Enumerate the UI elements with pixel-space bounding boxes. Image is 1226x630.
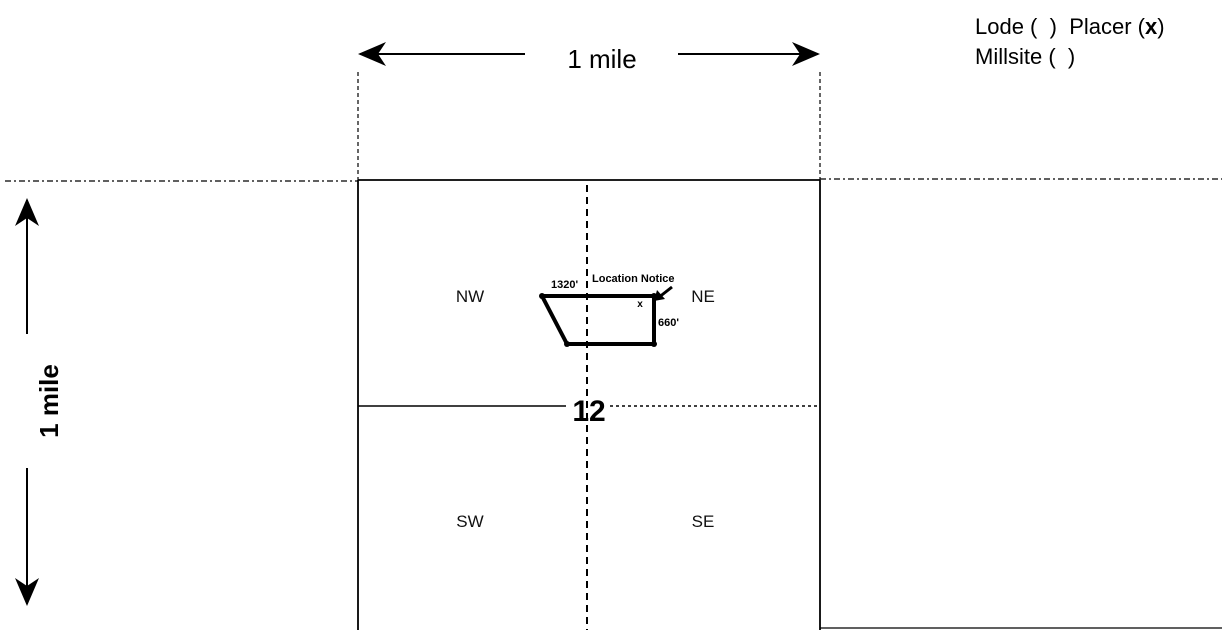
location-notice-marker: x bbox=[637, 299, 643, 310]
vertical-scale-label: 1 mile bbox=[34, 364, 64, 438]
quarter-label-sw: SW bbox=[456, 512, 483, 531]
lode-close: ) bbox=[1049, 14, 1057, 39]
millsite-close: ) bbox=[1067, 44, 1076, 69]
claim-type-row-1: Lode ( ) Placer (x) bbox=[975, 12, 1165, 42]
quarter-label-nw: NW bbox=[456, 287, 484, 306]
claim-type-row-2: Millsite ( ) bbox=[975, 42, 1165, 72]
section-number: 12 bbox=[572, 395, 605, 428]
section-box bbox=[357, 179, 1222, 630]
quarter-label-se: SE bbox=[692, 512, 715, 531]
claim-corner-se bbox=[651, 341, 657, 347]
claim-corner-sw bbox=[564, 341, 570, 347]
vertical-scale: 1 mile bbox=[14, 198, 64, 606]
placer-close: ) bbox=[1157, 14, 1165, 39]
lode-label: Lode ( bbox=[975, 14, 1038, 39]
horizontal-scale-label: 1 mile bbox=[567, 44, 636, 74]
claim-corner-nw bbox=[539, 293, 545, 299]
location-notice-label: Location Notice bbox=[592, 273, 675, 285]
placer-label: Placer ( bbox=[1069, 14, 1145, 39]
claim-height-label: 660' bbox=[658, 317, 679, 329]
claim-type-box: Lode ( ) Placer (x) Millsite ( ) bbox=[975, 12, 1165, 72]
placer-claim: 1320' 660' Location Notice x bbox=[539, 273, 679, 347]
placer-mark: x bbox=[1144, 14, 1158, 39]
millsite-label: Millsite ( bbox=[975, 44, 1056, 69]
location-notice-arrowhead-icon bbox=[654, 290, 665, 301]
quarter-label-ne: NE bbox=[691, 287, 715, 306]
horizontal-scale: 1 mile bbox=[358, 42, 820, 74]
claim-width-label: 1320' bbox=[551, 279, 578, 291]
